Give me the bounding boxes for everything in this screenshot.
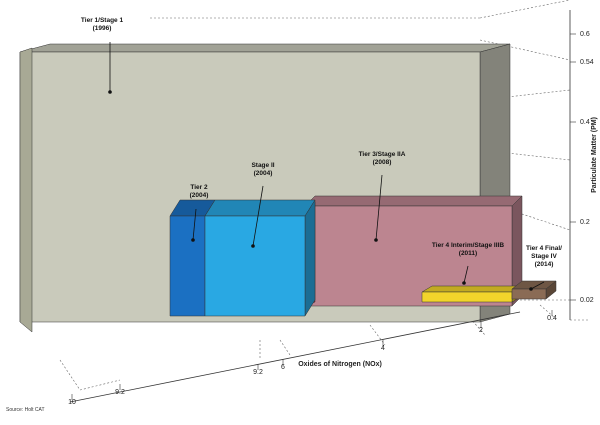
guide-line <box>369 324 386 346</box>
y-tick-label: 0.4 <box>580 119 590 126</box>
bar <box>511 280 557 300</box>
callout-name: Tier 4 Interim/Stage IIIB <box>432 242 504 249</box>
guide-line <box>59 359 81 391</box>
y-tick-label: 0.2 <box>580 219 590 226</box>
callout-line <box>463 265 469 284</box>
callout-year: (1996) <box>93 25 112 32</box>
y-tick-label: 0.54 <box>580 59 594 66</box>
callout-line <box>375 174 383 241</box>
x-tick-label: 2 <box>479 327 483 334</box>
x-axis-line <box>69 311 521 403</box>
bar-top-face <box>421 285 523 293</box>
guide-line <box>479 89 571 101</box>
x-tick-label: 9.2 <box>115 389 125 396</box>
guide-line <box>479 149 571 161</box>
callout-dot <box>529 287 533 291</box>
callout-line <box>252 185 264 247</box>
guide-line <box>539 304 556 319</box>
x-tick-label: 6 <box>281 364 285 371</box>
source-note: Source: Holt CAT <box>6 407 45 413</box>
guide-line <box>279 339 291 356</box>
guide-line <box>79 379 121 391</box>
callout-year: (2004) <box>190 192 209 199</box>
bar-side-face <box>304 199 316 317</box>
bar-front-face <box>421 291 513 303</box>
callout-dot <box>108 90 112 94</box>
callout-name: Tier 1/Stage 1 <box>81 17 124 24</box>
callout-dot <box>191 238 195 242</box>
y-tick-label: 0.6 <box>580 31 590 38</box>
bar-front-face <box>204 215 306 317</box>
guide-line <box>479 39 571 61</box>
callout-dot <box>462 281 466 285</box>
callout-line <box>192 208 197 241</box>
x-tick-label: 10 <box>68 399 76 406</box>
bar <box>421 285 523 303</box>
guide-line <box>479 0 571 19</box>
callout-dot <box>374 238 378 242</box>
bar-left-face <box>19 47 33 333</box>
bar <box>204 199 316 317</box>
x-tick-label: 4 <box>381 345 385 352</box>
callout-year: (2004) <box>254 170 273 177</box>
y-axis-label: Particulate Matter (PM) <box>591 117 598 193</box>
bar-front-face <box>169 215 206 317</box>
callout-year: (2011) <box>459 250 477 257</box>
bar-front-face <box>511 288 547 300</box>
bar-top-face <box>19 43 511 53</box>
x-tick-label: 9.2 <box>253 369 263 376</box>
callout-name: Stage IV <box>531 253 557 260</box>
callout-year: (2014) <box>535 261 554 268</box>
callout-name: Tier 3/Stage IIA <box>359 151 406 158</box>
y-tick-label: 0.02 <box>580 297 594 304</box>
callout-name: Tier 2 <box>190 184 208 191</box>
callout-name: Tier 4 Final/ <box>526 245 562 252</box>
callout-year: (2008) <box>373 159 392 166</box>
callout-name: Stage II <box>251 162 274 169</box>
callout-line <box>530 281 545 290</box>
x-axis-label: Oxides of Nitrogen (NOx) <box>298 361 382 368</box>
callout-dot <box>251 244 255 248</box>
bar-top-face <box>304 195 523 207</box>
x-tick-label: 0.4 <box>547 315 557 322</box>
